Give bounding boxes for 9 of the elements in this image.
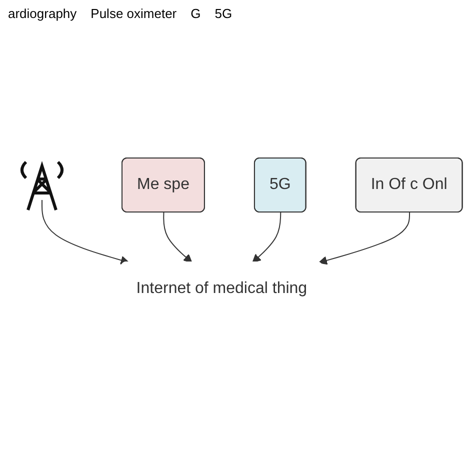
arrow [252, 212, 281, 263]
label-text: ardiography [8, 6, 77, 21]
arrow [318, 212, 410, 265]
label-text: G [190, 6, 201, 21]
arrow [41, 200, 130, 264]
arrow [162, 212, 192, 263]
label-text: Pulse oximeter [90, 6, 177, 21]
node-text: Internet of medical thing [136, 280, 307, 297]
label-text: 5G [214, 6, 232, 21]
